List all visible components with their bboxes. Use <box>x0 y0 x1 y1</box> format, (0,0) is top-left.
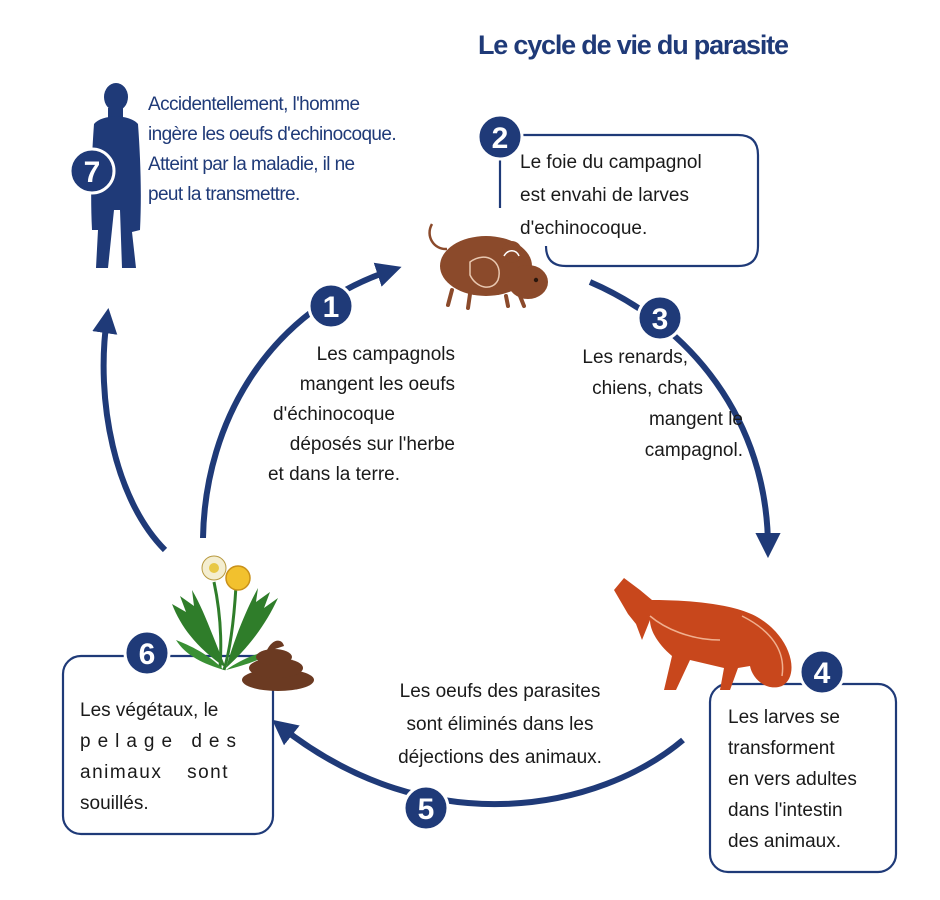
step-badge-5: 5 <box>402 784 450 832</box>
diagram-title: Le cycle de vie du parasite <box>478 30 789 60</box>
arrow-step-5 <box>272 719 685 807</box>
step-badge-6: 6 <box>123 629 171 677</box>
step-4-text: Les larves se transforment en vers adult… <box>728 707 857 852</box>
step-badge-3: 3 <box>636 294 684 342</box>
dung-icon <box>242 640 314 691</box>
svg-text:7: 7 <box>84 156 101 189</box>
step-badge-1: 1 <box>307 282 355 330</box>
svg-text:1: 1 <box>323 291 340 324</box>
fox-icon <box>614 578 792 690</box>
svg-text:2: 2 <box>492 122 509 155</box>
step-6-text: Les végétaux, le pelage des animaux sont… <box>80 700 243 814</box>
step-1-text: Les campagnols mangent les oeufs d'échin… <box>267 344 455 485</box>
arrow-step-7 <box>92 308 168 553</box>
step-badge-2: 2 <box>476 113 524 161</box>
step-2-text: Le foie du campagnol est envahi de larve… <box>520 152 702 239</box>
step-5-text: Les oeufs des parasites sont éliminés da… <box>398 681 602 768</box>
dandelion-icon <box>172 555 278 671</box>
step-7-text: Accidentellement, l'homme ingère les oeu… <box>148 94 397 205</box>
step-badge-7: 7 <box>68 147 116 195</box>
svg-text:6: 6 <box>139 638 156 671</box>
svg-text:3: 3 <box>652 303 669 336</box>
step-badge-4: 4 <box>798 648 846 696</box>
vole-icon <box>428 223 548 310</box>
callout-box-step-2 <box>518 133 760 268</box>
svg-text:4: 4 <box>814 657 831 690</box>
svg-text:5: 5 <box>418 793 435 826</box>
arrow-step-3 <box>588 279 781 559</box>
step-3-text: Les renards, chiens, chats mangent le ca… <box>582 347 743 461</box>
